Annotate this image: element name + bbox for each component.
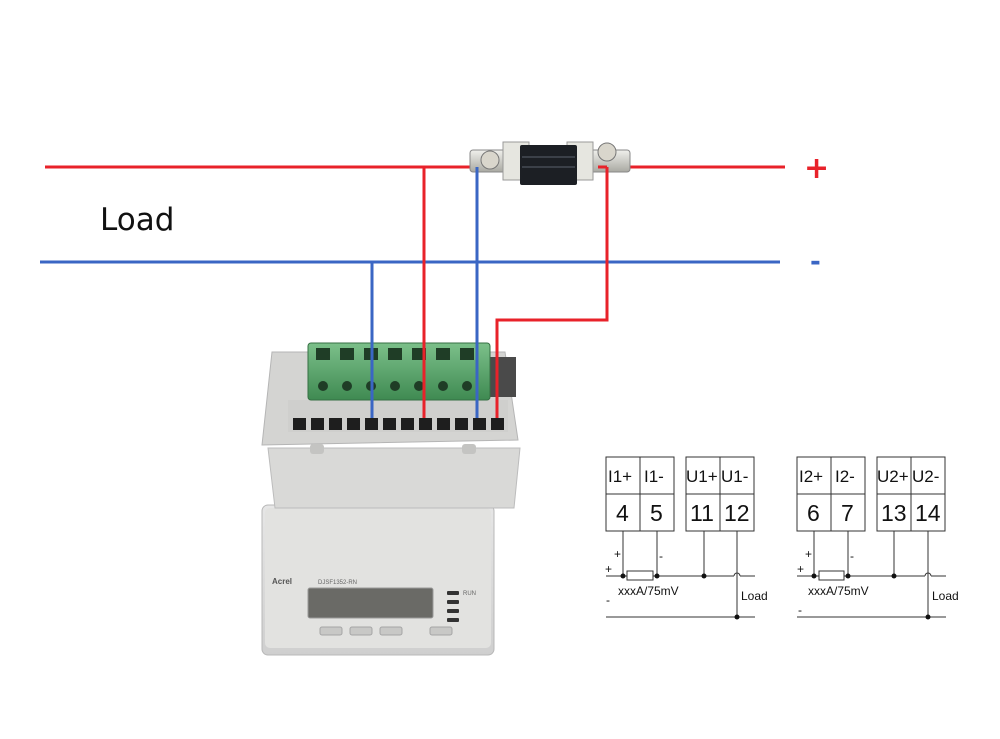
meter-led-indicators xyxy=(447,591,459,622)
shunt-bolt-right xyxy=(597,142,617,162)
meter-side-block xyxy=(490,357,516,397)
shunt-rating-label: xxxA/75mV xyxy=(618,584,679,598)
terminal-number: 11 xyxy=(690,500,714,526)
terminal-number: 6 xyxy=(807,500,820,526)
terminal-label: U2+ xyxy=(877,467,909,486)
meter-key-3[interactable] xyxy=(379,626,403,636)
wire-minus-sign: - xyxy=(850,549,854,563)
shunt-symbol xyxy=(626,570,654,581)
meter-key-1[interactable] xyxy=(319,626,343,636)
terminal-number: 5 xyxy=(650,500,663,526)
terminal-label: I2- xyxy=(835,467,855,486)
bus-minus-sign: - xyxy=(606,593,610,607)
schematic-wires xyxy=(797,531,946,618)
junction-dots xyxy=(620,573,740,620)
terminal-group-current xyxy=(605,456,675,532)
terminal-label: U1- xyxy=(721,467,748,486)
load-title: Load xyxy=(100,202,174,238)
screw-terminal-row xyxy=(293,418,504,430)
terminal-group-voltage xyxy=(685,456,755,532)
terminal-group-voltage xyxy=(876,456,946,532)
terminal-number: 4 xyxy=(616,500,629,526)
terminal-number: 12 xyxy=(724,500,750,526)
meter-model-text: DJSF1352-RN xyxy=(318,580,357,586)
bus-minus-sign: - xyxy=(798,603,802,617)
wire-minus-sign: - xyxy=(659,549,663,563)
positive-polarity-label: + xyxy=(804,151,829,186)
junction-dots xyxy=(811,573,931,620)
terminal-number: 14 xyxy=(915,500,941,526)
shunt-bolt-left xyxy=(480,150,500,170)
meter-terminal-cover xyxy=(267,447,521,509)
terminal-number: 7 xyxy=(841,500,854,526)
negative-polarity-label: - xyxy=(810,247,821,277)
terminal-group-current xyxy=(796,456,866,532)
green-terminal-slots xyxy=(316,348,474,391)
schematic-channel-1: I1+ I1- U1+ U1- 4 5 11 12 xxxA/75mV Load… xyxy=(605,456,768,620)
terminal-label: I1- xyxy=(644,467,664,486)
wire-plus-sign: + xyxy=(805,547,812,561)
bus-plus-sign: + xyxy=(797,562,804,576)
meter-brand: Acrel xyxy=(272,577,292,586)
terminal-label: I1+ xyxy=(608,467,632,486)
meter-front-face xyxy=(265,508,491,648)
shunt-core xyxy=(520,145,577,185)
shunt-rating-label: xxxA/75mV xyxy=(808,584,869,598)
schematic-wires xyxy=(606,531,755,618)
terminal-label: U1+ xyxy=(686,467,718,486)
load-label: Load xyxy=(932,589,959,603)
shunt-symbol xyxy=(818,570,845,581)
terminal-label: U2- xyxy=(912,467,939,486)
schematic-channel-2: I2+ I2- U2+ U2- 6 7 13 14 xxxA/75mV Load… xyxy=(796,456,959,620)
meter-keypad[interactable] xyxy=(319,626,453,636)
bus-plus-sign: + xyxy=(605,562,612,576)
meter-lcd-display xyxy=(307,587,434,619)
wire-plus-sign: + xyxy=(614,547,621,561)
meter-run-label: RUN xyxy=(463,591,476,597)
terminal-number: 13 xyxy=(881,500,907,526)
terminal-label: I2+ xyxy=(799,467,823,486)
meter-key-2[interactable] xyxy=(349,626,373,636)
shunt-resistor xyxy=(469,141,631,185)
load-label: Load xyxy=(741,589,768,603)
wire-i1-plus xyxy=(495,167,609,418)
meter-key-4[interactable] xyxy=(429,626,453,636)
energy-meter-device: Acrel DJSF1352-RN RUN xyxy=(261,342,521,656)
